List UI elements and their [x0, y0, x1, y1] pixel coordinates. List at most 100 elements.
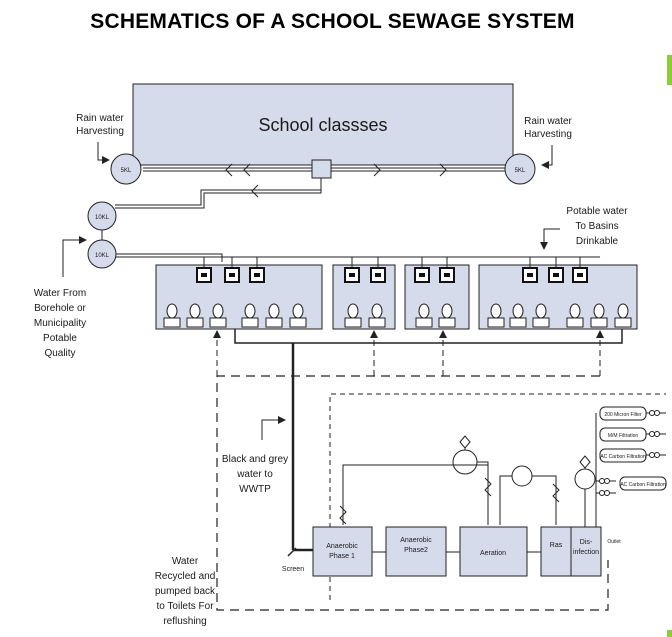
recycled-line2: Recycled and — [155, 571, 216, 582]
toilet-icon — [166, 303, 178, 319]
blower-icon — [452, 449, 478, 475]
tank-5kl-left-label: 5KL — [121, 168, 132, 174]
aeration-label: Aeration — [480, 550, 506, 557]
toilet-base — [590, 317, 608, 328]
rain-left-line2: Harvesting — [76, 126, 124, 137]
borehole-line1: Water From — [34, 288, 86, 299]
toilet-icon — [617, 303, 629, 319]
toilet-icon — [212, 303, 224, 319]
toilet-icon — [512, 303, 524, 319]
basin-tap — [229, 273, 235, 277]
black-grey-line2: water to — [236, 469, 273, 480]
valve-icon — [604, 478, 610, 484]
tank-5kl-right — [504, 153, 536, 185]
toilet-base — [186, 317, 204, 328]
valve-icon — [654, 410, 660, 416]
borehole-line5: Quality — [44, 348, 75, 359]
basin-tap — [201, 273, 207, 277]
toilet-icon — [347, 303, 359, 319]
valve-icon — [599, 490, 605, 496]
basin-tap — [254, 273, 260, 277]
recycled-line3: pumped back — [155, 586, 216, 597]
tank-10kl-b-label: 10KL — [95, 253, 110, 259]
disinfection-line1: Dis- — [580, 539, 593, 546]
flow-arrow — [243, 163, 251, 177]
filter-mm-label: M/M Filtration — [608, 433, 639, 439]
toilet-icon — [441, 303, 453, 319]
pump-icon — [511, 465, 533, 487]
toilet-icon — [490, 303, 502, 319]
toilet-base — [614, 317, 632, 328]
toilet-icon — [268, 303, 280, 319]
toilet-icon — [371, 303, 383, 319]
valve-icon — [649, 431, 655, 437]
basin-tap — [375, 273, 381, 277]
toilet-base — [265, 317, 283, 328]
rain-right-line2: Harvesting — [524, 129, 572, 140]
toilet-base — [532, 317, 550, 328]
basin-tap — [577, 273, 583, 277]
filter-200-micron-label: 200 Micron Filter — [604, 412, 642, 418]
accent-bar-top — [667, 55, 672, 85]
accent-bar-bottom — [667, 630, 672, 637]
toilet-base — [487, 317, 505, 328]
potable-line3: Drinkable — [576, 236, 619, 247]
rain-right-line1: Rain water — [524, 116, 572, 127]
aeration-unit — [459, 526, 528, 577]
ras-unit — [540, 526, 572, 577]
valves-group — [596, 410, 666, 496]
tank-10kl-a-label: 10KL — [95, 215, 110, 221]
anaerobic-phase2-line1: Anaerobic — [400, 537, 432, 544]
borehole-line4: Potable — [43, 333, 77, 344]
valve-icon — [649, 452, 655, 458]
disinfection-unit — [570, 526, 602, 577]
toilet-base — [289, 317, 307, 328]
flow-arrow — [225, 163, 233, 177]
screen-label: Screen — [282, 566, 304, 573]
toilet-icon — [569, 303, 581, 319]
school-classes-label: School classses — [258, 115, 387, 135]
toilet-base — [209, 317, 227, 328]
black-grey-line1: Black and grey — [222, 454, 288, 465]
toilet-base — [368, 317, 386, 328]
toilet-base — [509, 317, 527, 328]
flow-arrow — [439, 163, 447, 177]
flow-arrow — [251, 184, 259, 198]
page-title: SCHEMATICS OF A SCHOOL SEWAGE SYSTEM — [90, 10, 575, 33]
outlet-label: Outlet — [607, 539, 621, 545]
toilet-icon — [292, 303, 304, 319]
basin-tap — [527, 273, 533, 277]
valve-icon — [654, 431, 660, 437]
toilets-group — [163, 303, 632, 328]
doser-icon — [574, 468, 596, 490]
filter-ac-carbon-label: AC Carbon Filtration — [600, 454, 646, 460]
anaerobic-phase1-line1: Anaerobic — [326, 543, 358, 550]
toilet-icon — [244, 303, 256, 319]
anaerobic-phase1-unit — [312, 526, 373, 577]
potable-line2: To Basins — [575, 221, 618, 232]
recycled-line1: Water — [172, 556, 199, 567]
valve-icon — [654, 452, 660, 458]
basin-tap — [419, 273, 425, 277]
valve-icon — [649, 410, 655, 416]
basin-tap — [349, 273, 355, 277]
anaerobic-phase1-line2: Phase 1 — [329, 553, 355, 560]
toilet-base — [163, 317, 181, 328]
school-classes-block — [132, 83, 514, 166]
rain-left-line1: Rain water — [76, 113, 124, 124]
basin-tap — [553, 273, 559, 277]
tank-5kl-left — [110, 153, 142, 185]
anaerobic-phase2-unit — [385, 526, 447, 577]
toilet-icon — [418, 303, 430, 319]
toilet-icon — [593, 303, 605, 319]
toilet-base — [344, 317, 362, 328]
potable-line1: Potable water — [566, 206, 628, 217]
toilet-base — [241, 317, 259, 328]
borehole-line2: Borehole or — [34, 303, 86, 314]
anaerobic-phase2-line2: Phase2 — [404, 547, 428, 554]
toilet-icon — [189, 303, 201, 319]
toilet-base — [566, 317, 584, 328]
flow-arrow — [373, 163, 381, 177]
valve-icon — [604, 490, 610, 496]
tank-5kl-right-label: 5KL — [515, 168, 526, 174]
